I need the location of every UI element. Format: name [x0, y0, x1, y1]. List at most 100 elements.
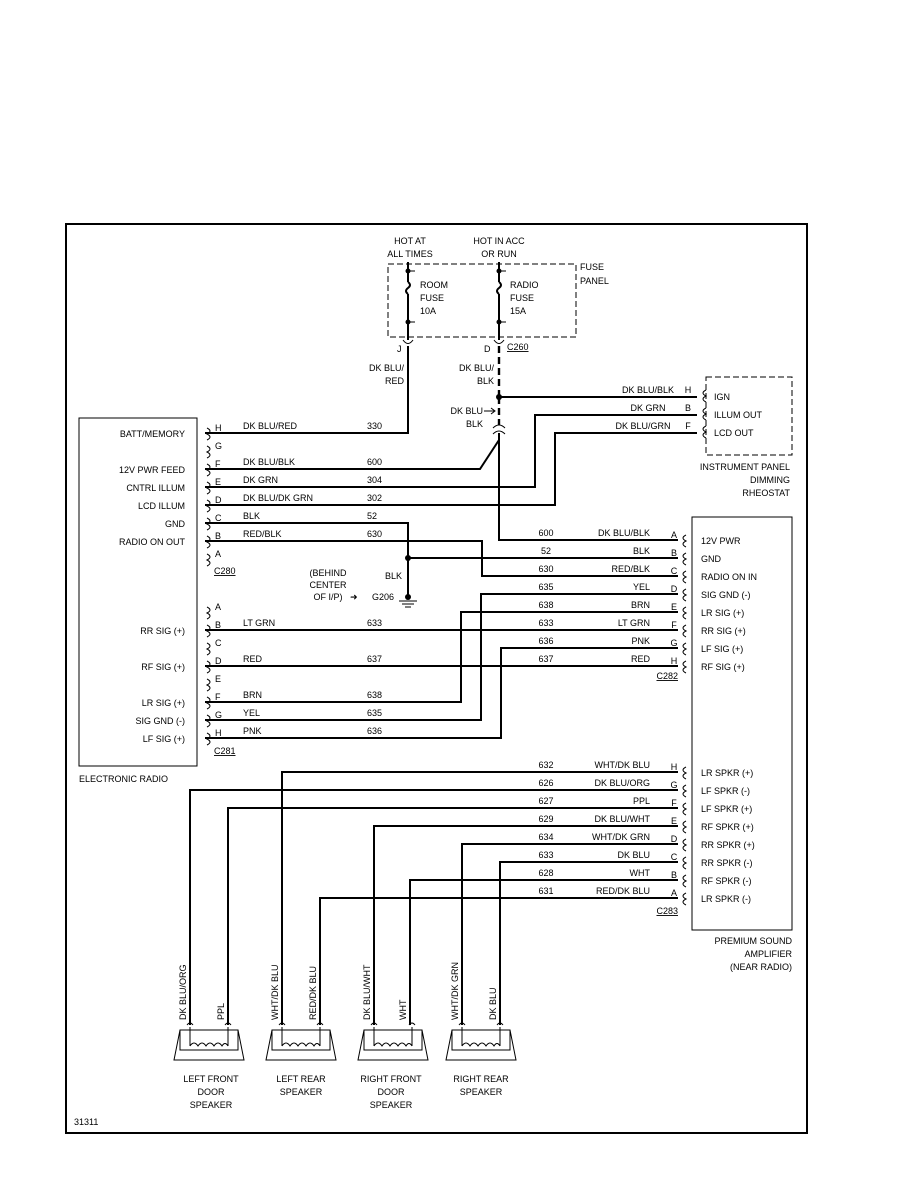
amplifier-pin-letter: C [671, 852, 678, 862]
radio-circuit-number: 633 [367, 618, 382, 628]
c260-pin-d: D [484, 344, 491, 354]
connector-cavity [682, 892, 688, 906]
radio-pin-label: LR SIG (+) [142, 698, 185, 708]
radio-pin-label: SIG GND (-) [136, 716, 186, 726]
room-fuse-label-1: ROOM [420, 280, 448, 290]
radio-pin-label: LF SIG (+) [143, 734, 185, 744]
dimming-rheostat: DK BLU/BLK H IGN DK GRN B ILLUM OUT DK B… [615, 376, 793, 498]
radio-fuse-label-3: 15A [510, 306, 526, 316]
radio-circuit-number: 330 [367, 421, 382, 431]
fuse-panel-label-2: PANEL [580, 276, 609, 286]
speaker-name-3: SPEAKER [370, 1100, 413, 1110]
c260-pin-j: J [397, 344, 402, 354]
wire-label-dk-blu-red-2: RED [385, 376, 405, 386]
amplifier-wire-color: WHT/DK BLU [594, 760, 650, 770]
radio-pin-letter: F [215, 692, 221, 702]
c281-label: C281 [214, 746, 236, 756]
dimmer-title-2: DIMMING [750, 475, 790, 485]
amplifier-wire-color: LT GRN [618, 618, 650, 628]
amplifier-circuit-number: 633 [538, 618, 553, 628]
radio-pin-letter: G [215, 710, 222, 720]
amplifier-pin-label: LR SPKR (+) [701, 768, 753, 778]
connector-cavity [682, 570, 688, 584]
wire-label-dk-blu-red-1: DK BLU/ [369, 363, 405, 373]
radio-pin-letter: F [215, 459, 221, 469]
speaker-icon [265, 1022, 337, 1061]
premium-sound-amplifier: PREMIUM SOUND AMPLIFIER (NEAR RADIO) C28… [538, 516, 793, 972]
wire-dk-blu-grn-302 [205, 432, 697, 506]
ground-g206: BLK (BEHIND CENTER OF I/P) ➜ G206 [205, 522, 678, 608]
radio-pin-letter: C [215, 513, 222, 523]
wire-label-dk-blu-blk-3: DK BLU [450, 406, 483, 416]
ground-arrow: ➜ [350, 592, 358, 602]
wire-dk-blu-633 [499, 861, 678, 1025]
c283-label: C283 [656, 906, 678, 916]
amplifier-pin-label: RR SIG (+) [701, 626, 746, 636]
radio-wire-color: DK BLU/DK GRN [243, 493, 313, 503]
amplifier-circuit-number: 635 [538, 582, 553, 592]
wire-label-dk-blu-blk-4: BLK [466, 419, 483, 429]
amplifier-wire-color: DK BLU [617, 850, 650, 860]
amplifier-circuit-number: 631 [538, 886, 553, 896]
dimmer-outline [705, 376, 793, 456]
connector-cavity [682, 820, 688, 834]
svg-text:LCD OUT: LCD OUT [714, 428, 754, 438]
svg-text:DK BLU/GRN: DK BLU/GRN [615, 421, 670, 431]
speaker-wire-a: WHT/DK BLU [270, 964, 280, 1020]
radio-fuse: RADIO FUSE 15A [496, 262, 539, 340]
c280-label: C280 [214, 566, 236, 576]
amplifier-wire-color: RED/BLK [611, 564, 650, 574]
speaker-name-2: DOOR [378, 1087, 406, 1097]
amplifier-wire-color: DK BLU/ORG [594, 778, 650, 788]
radio-pin-label: 12V PWR FEED [119, 465, 186, 475]
speaker-wire-b: PPL [216, 1003, 226, 1020]
radio-wire-color: DK GRN [243, 475, 278, 485]
amplifier-outline [691, 516, 793, 931]
amplifier-pin-label: RR SPKR (+) [701, 840, 755, 850]
ground-location-2: CENTER [309, 580, 347, 590]
amplifier-pin-letter: E [671, 602, 677, 612]
c282-label: C282 [656, 671, 678, 681]
amplifier-title-3: (NEAR RADIO) [730, 962, 792, 972]
wire-yel-635 [205, 593, 678, 721]
radio-wire-color: BLK [243, 511, 260, 521]
speaker-left-front: DK BLU/ORG PPL LEFT FRONT DOOR SPEAKER [173, 964, 245, 1110]
amplifier-wire-color: BLK [633, 546, 650, 556]
speaker-name-1: RIGHT REAR [453, 1074, 509, 1084]
amplifier-pin-letter: B [671, 548, 677, 558]
radio-pin-row: A [205, 549, 221, 567]
connector-cavity [205, 606, 211, 620]
connector-cavity [682, 660, 688, 674]
amplifier-pin-label: RF SPKR (+) [701, 822, 754, 832]
connector-cavity [205, 499, 211, 513]
speaker-wire-a: WHT/DK GRN [450, 962, 460, 1020]
amplifier-wire-color: PPL [633, 796, 650, 806]
wire-dk-blu-org-626 [189, 789, 678, 1025]
radio-pin-letter: A [215, 602, 221, 612]
amplifier-wire-color: RED/DK BLU [596, 886, 650, 896]
fuse-panel: FUSE PANEL HOT AT ALL TIMES HOT IN ACC O… [387, 236, 609, 354]
radio-pin-row: C [205, 638, 222, 656]
amplifier-title-2: AMPLIFIER [744, 949, 792, 959]
amplifier-pin-label: LF SPKR (+) [701, 804, 752, 814]
amplifier-wire-color: DK BLU/BLK [598, 528, 650, 538]
amplifier-pin-letter: G [670, 780, 677, 790]
amplifier-circuit-number: 638 [538, 600, 553, 610]
amplifier-wire-color: RED [631, 654, 651, 664]
amplifier-pin-label: SIG GND (-) [701, 590, 751, 600]
amplifier-circuit-number: 627 [538, 796, 553, 806]
radio-pin-row: E [205, 674, 221, 692]
amplifier-wire-color: YEL [633, 582, 650, 592]
speaker-icon [357, 1022, 429, 1061]
